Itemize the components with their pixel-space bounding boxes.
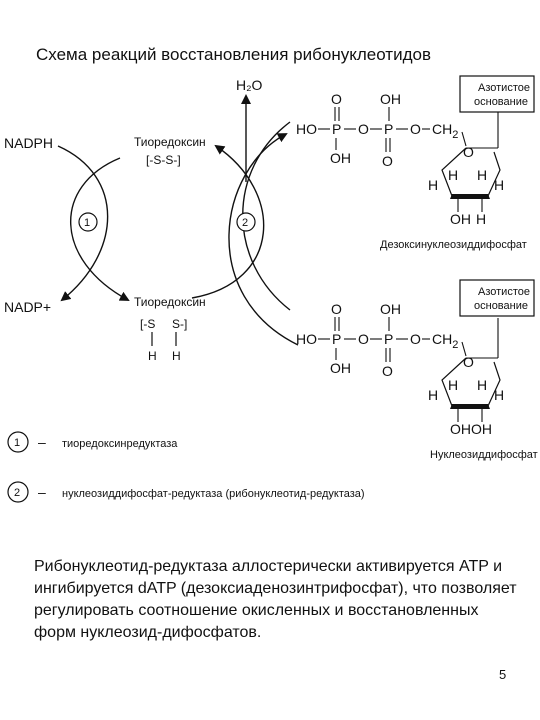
chain-p1: P [332,331,341,347]
base-box-top [459,75,535,113]
oh-bottom-1: OH [330,150,351,166]
water-label: H₂O [236,77,263,93]
o-double-1: O [331,91,342,107]
svg-text:основание: основание [474,96,528,108]
chain-ch2: CH2 [432,121,458,141]
thioredoxin-oxidized-name: Тиоредоксин [134,135,206,149]
base-box-bottom [459,279,535,317]
chain-ho: HO [296,331,317,347]
thioredoxin-reduction-arc [70,157,130,301]
ring-h-right: H [494,387,504,403]
ring-bottom-ohoh: OHOH [450,421,492,437]
nadph-arc [57,145,109,302]
ring-h-in-2: H [477,167,487,183]
chain-p1: P [332,121,341,137]
chain-o: O [358,331,369,347]
ring-oxygen: O [463,144,474,160]
ring-h-left: H [428,387,438,403]
ring-bottom-oh: OH [450,211,471,227]
ring-h-in-1: H [448,377,458,393]
chain-p2: P [384,121,393,137]
caption-text: Рибонуклеотид-редуктаза аллостерически а… [34,558,517,641]
thioredoxin-oxidized-group: [-S-S-] [146,153,181,167]
chain-p2: P [384,331,393,347]
substrate-arc [228,133,299,346]
diagram-title: Схема реакций восстановления рибонуклеот… [36,45,431,64]
nucleoside-diphosphate: O OH HO P O P O CH2 OH O O H H H H OHOH [296,279,538,461]
legend-text-1: тиоредоксинредуктаза [62,438,178,450]
legend-item-1: 1 – тиоредоксинредуктаза [7,431,178,453]
thioredoxin-h-1: H [148,349,157,363]
svg-text:Азотистое: Азотистое [478,82,530,94]
svg-text:–: – [38,434,46,450]
oh-top-2: OH [380,91,401,107]
legend-item-2: 2 – нуклеозиддифосфат-редуктаза (рибонук… [7,481,365,503]
enzyme-2-marker [236,212,256,232]
chain-o: O [358,121,369,137]
thioredoxin-oxidation-arc [191,144,265,299]
enzyme-1-number: 1 [84,217,90,229]
thioredoxin-reduced-group-left: [-S [140,317,155,331]
ring-oxygen: O [463,354,474,370]
chain-ch2: CH2 [432,331,458,351]
ring-h-in-1: H [448,167,458,183]
svg-text:Азотистое: Азотистое [478,286,530,298]
svg-text:основание: основание [474,300,528,312]
molecule-name-top: Дезоксинуклеозиддифосфат [380,239,527,251]
oh-bottom-1: OH [330,360,351,376]
ring-bottom-h: H [476,211,486,227]
thioredoxin-h-2: H [172,349,181,363]
thioredoxin-reduced-name: Тиоредоксин [134,295,206,309]
chain-o2: O [410,121,421,137]
oh-top-2: OH [380,301,401,317]
thioredoxin-reduced-group-right: S-] [172,317,187,331]
ring-h-right: H [494,177,504,193]
o-double-2: O [382,363,393,379]
svg-text:1: 1 [14,437,20,449]
chain-ho: HO [296,121,317,137]
page-number: 5 [499,667,507,682]
svg-text:2: 2 [14,487,20,499]
deoxynucleoside-diphosphate: O OH HO P O P O CH2 OH O O H H H H OH H [296,75,535,251]
svg-text:–: – [38,484,46,500]
ring-h-left: H [428,177,438,193]
nadp-label: NADP+ [4,299,51,315]
chain-o2: O [410,331,421,347]
nadph-label: NADPH [4,135,53,151]
molecule-name-bottom: Нуклеозиддифосфат [430,449,538,461]
enzyme-1-marker [78,212,98,232]
o-double-1: O [331,301,342,317]
legend-text-2: нуклеозиддифосфат-редуктаза (рибонуклеот… [62,488,365,500]
o-double-2: O [382,153,393,169]
ring-h-in-2: H [477,377,487,393]
enzyme-2-number: 2 [242,217,248,229]
